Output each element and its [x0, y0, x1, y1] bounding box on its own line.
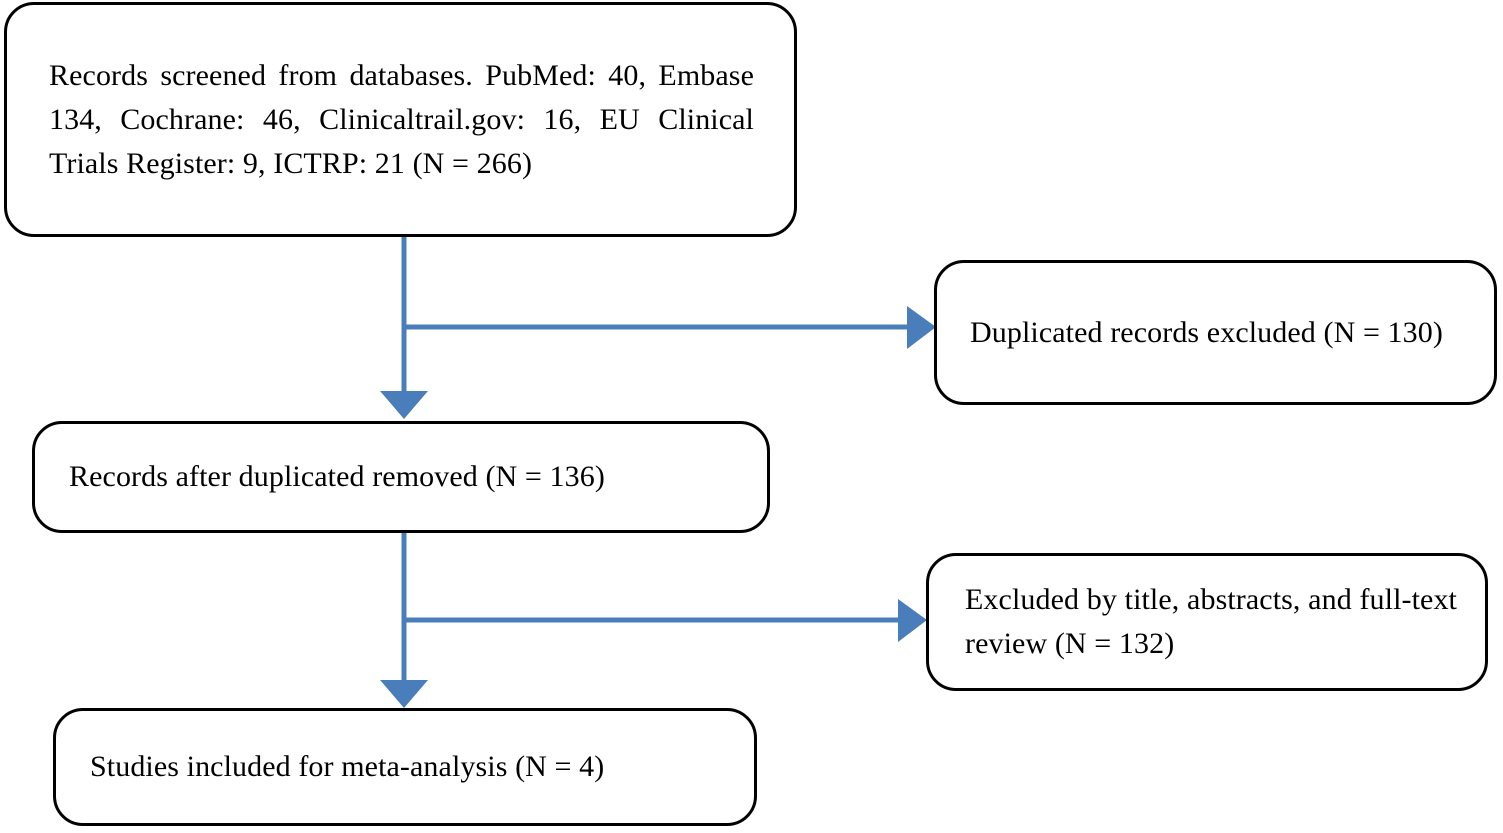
connector-dedup-to-included — [380, 533, 428, 708]
node-studies-included-label: Studies included for meta-analysis (N = … — [90, 750, 605, 783]
connector-screened-to-duplicates — [404, 306, 936, 349]
node-excluded-review: Excluded by title, abstracts, and full-t… — [926, 553, 1488, 691]
node-studies-included: Studies included for meta-analysis (N = … — [53, 708, 757, 826]
node-records-after-dedup: Records after duplicated removed (N = 13… — [32, 421, 770, 533]
node-records-screened: Records screened from databases. PubMed:… — [4, 2, 797, 237]
node-excluded-review-label: Excluded by title, abstracts, and full-t… — [965, 583, 1465, 660]
node-duplicates-excluded-label: Duplicated records excluded (N = 130) — [970, 315, 1443, 349]
connector-dedup-to-excluded — [404, 599, 927, 642]
node-records-after-dedup-label: Records after duplicated removed (N = 13… — [69, 460, 605, 493]
connector-screened-to-dedup — [380, 237, 428, 419]
node-duplicates-excluded: Duplicated records excluded (N = 130) — [934, 260, 1497, 405]
node-records-screened-label: Records screened from databases. PubMed:… — [49, 58, 762, 180]
